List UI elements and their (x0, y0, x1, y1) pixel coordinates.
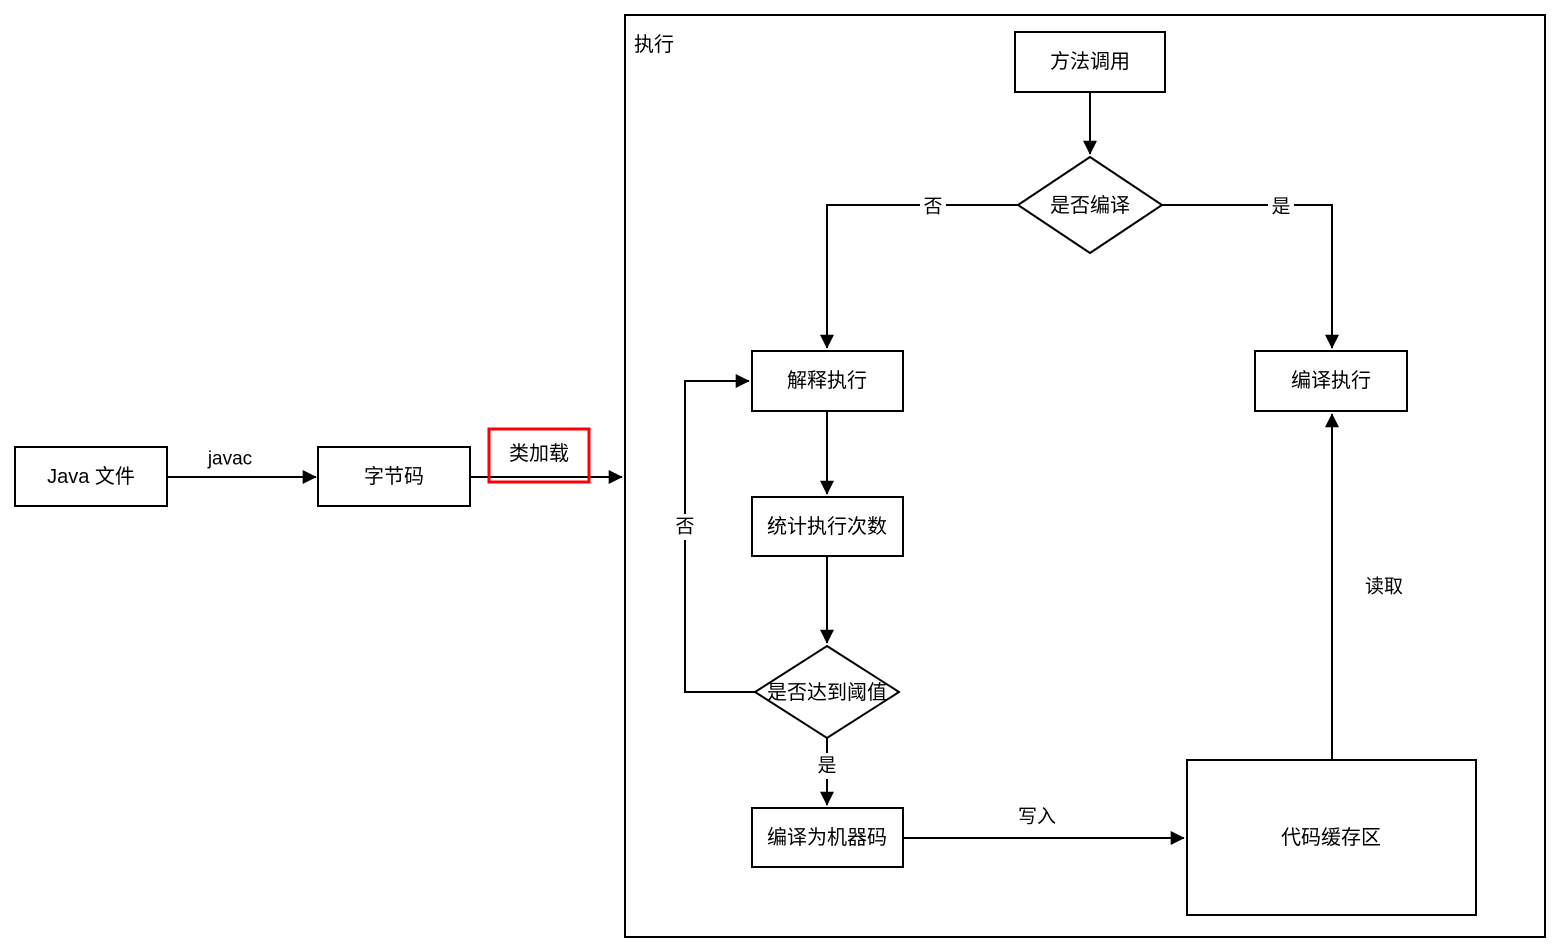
compile-no-label: 否 (923, 197, 942, 218)
node-code-cache: 代码缓存区 (1186, 759, 1477, 916)
threshold-decision-label: 是否达到阈值 (767, 681, 887, 704)
node-method-call: 方法调用 (1014, 31, 1166, 93)
node-interpret-exec: 解释执行 (751, 350, 904, 412)
method-call-label: 方法调用 (1050, 50, 1130, 73)
bytecode-box (317, 446, 471, 507)
class-load-label: 类加载 (509, 442, 569, 465)
threshold-no-label: 否 (675, 517, 694, 538)
java-file-box (14, 446, 168, 507)
code-cache-box (1186, 759, 1477, 916)
threshold-decision-diamond (753, 644, 901, 740)
compile-decision-label: 是否编译 (1050, 194, 1130, 217)
node-bytecode: 字节码 (317, 446, 471, 507)
execute-container-label: 执行 (634, 33, 674, 56)
count-exec-label: 统计执行次数 (767, 515, 887, 538)
compile-to-machine-label: 编译为机器码 (767, 826, 887, 849)
bytecode-label: 字节码 (364, 465, 424, 488)
edge-label-compile-yes: 是 (1268, 194, 1294, 219)
threshold-yes-label-bg (814, 753, 840, 779)
execute-container (624, 14, 1546, 938)
interpret-exec-label: 解释执行 (787, 369, 867, 392)
edge-label-threshold-no: 否 (672, 514, 698, 540)
edge-compile-yes-branch (1162, 204, 1339, 349)
node-threshold-decision: 是否达到阈值 (753, 644, 901, 740)
node-count-exec: 统计执行次数 (751, 496, 904, 557)
compiled-exec-box (1254, 350, 1408, 412)
threshold-no-label-bg (672, 514, 698, 540)
compile-yes-label-bg (1268, 194, 1294, 219)
node-java-file: Java 文件 (14, 446, 168, 507)
edge-compile-no-branch (820, 204, 1018, 349)
compile-to-machine-box (751, 807, 904, 868)
edge-label-write: 写入 (1018, 807, 1056, 828)
method-call-box (1014, 31, 1166, 93)
compile-yes-label: 是 (1271, 197, 1290, 218)
interpret-exec-box (751, 350, 904, 412)
compile-decision-diamond (1016, 155, 1164, 255)
edge-label-read: 读取 (1365, 576, 1403, 598)
edge-label-compile-no: 否 (920, 194, 946, 219)
class-load-highlight-box (487, 427, 591, 484)
code-cache-label: 代码缓存区 (1281, 826, 1381, 849)
java-file-label: Java 文件 (47, 465, 135, 488)
compile-no-label-bg (920, 194, 946, 219)
edge-label-threshold-yes: 是 (814, 753, 840, 779)
node-compile-decision: 是否编译 (1016, 155, 1164, 255)
node-compile-to-machine: 编译为机器码 (751, 807, 904, 868)
node-compiled-exec: 编译执行 (1254, 350, 1408, 412)
node-class-load: 类加载 (487, 427, 591, 484)
count-exec-box (751, 496, 904, 557)
edge-label-javac: javac (207, 449, 252, 470)
threshold-yes-label: 是 (817, 756, 836, 777)
compiled-exec-label: 编译执行 (1291, 369, 1371, 392)
